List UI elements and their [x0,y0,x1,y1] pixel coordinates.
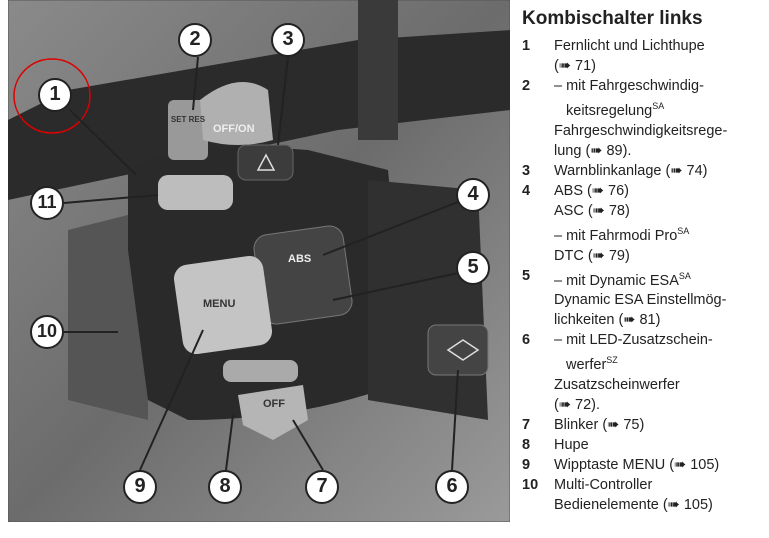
list-item: 5 – mit Dynamic ESASA Dynamic ESA Einstell… [522,266,767,331]
item-line: – mit Fahrmodi ProSA [554,225,690,244]
item-line: – mit Fahrgeschwindig- [554,78,704,94]
legend-text: Kombischalter links 1 Fernlicht und Licht… [522,8,767,515]
item-text: Hupe [554,435,589,455]
off-label: OFF [263,398,285,410]
item-number: 3 [522,162,531,179]
list-item: 1 Fernlicht und Lichthupe (➠ 71) [522,36,767,76]
item-line: Warnblinkanlage (➠ 74) [554,162,708,179]
set-res-label: SET RES [170,115,206,124]
callout-7: 7 [305,470,339,504]
item-line: Fernlicht und Lichthupe [554,38,705,54]
cruise-off-on-label: OFF/ON [213,123,255,135]
callout-2: 2 [178,23,212,57]
superscript: SA [677,225,690,236]
item-number: 1 [522,38,531,54]
list-item: 8 Hupe [522,435,767,455]
item-line: – mit Dynamic ESASA [554,270,691,289]
item-line: ABS (➠ 76) [554,182,630,199]
list-item: 9 Wipptaste MENU (➠ 105) [522,455,767,475]
item-text: – mit LED-Zusatzschein-werferSZ Zusatzsch… [554,330,713,415]
section-title: Kombischalter links [522,8,703,29]
callout-3: 3 [271,23,305,57]
callout-8: 8 [208,470,242,504]
list-item: 2 – mit Fahrgeschwindig-keitsregelungSA Fa… [522,76,767,161]
item-text: – mit Dynamic ESASA Dynamic ESA Einstellm… [554,266,726,331]
item-line: Multi-Controller [554,477,653,494]
item-text: Blinker (➠ 75) [554,415,644,435]
item-line: Blinker (➠ 75) [554,417,645,434]
callout-9: 9 [123,470,157,504]
item-number: 6 [522,332,531,349]
item-list: 1 Fernlicht und Lichthupe (➠ 71) 2 – mit Fah… [522,36,767,515]
handlebar-switch-illustration [7,0,511,523]
item-text: Fernlicht und Lichthupe (➠ 71) [554,36,705,76]
item-line: – mit LED-Zusatzschein- [554,332,713,349]
item-number: 2 [522,78,531,94]
item-line: Bedienelemente (➠ 105) [554,497,713,514]
item-line: Dynamic ESA Einstellmög- [554,292,727,309]
callout-6: 6 [435,470,469,504]
callout-1: 1 [38,78,72,112]
list-item: 4 ABS (➠ 76) ASC (➠ 78) – mit Fahrmodi ProS… [522,181,767,266]
item-line: lung (➠ 89). [554,142,632,159]
item-text: ABS (➠ 76) ASC (➠ 78) – mit Fahrmodi ProSA… [554,181,689,266]
item-line: (➠ 72). [554,397,600,414]
superscript: SA [678,270,691,281]
item-line: Wipptaste MENU (➠ 105) [554,457,720,474]
callout-5: 5 [456,251,490,285]
item-text: – mit Fahrgeschwindig-keitsregelungSA Fah… [554,76,727,161]
item-line: (➠ 71) [554,58,596,74]
item-text: Wipptaste MENU (➠ 105) [554,455,719,475]
item-line: Hupe [554,437,589,454]
item-number: 4 [522,182,531,199]
item-line: DTC (➠ 79) [554,247,630,264]
item-number: 5 [522,267,531,284]
item-line: Fahrgeschwindigkeitsrege- [554,122,728,139]
item-line: keitsregelungSA [566,101,665,119]
abs-label: ABS [288,253,312,265]
callout-4: 4 [456,178,490,212]
list-item: 6 – mit LED-Zusatzschein-werferSZ Zusatzsc… [522,330,767,415]
list-item: 7 Blinker (➠ 75) [522,415,767,435]
callout-11: 11 [30,186,64,220]
item-line: Zusatzscheinwerfer [554,377,680,394]
menu-label: MENU [203,298,236,310]
switch-photo: OFF/ON SET RES ABS MENU OFF 1 2 3 4 5 6 … [7,0,511,523]
superscript: SA [652,101,665,111]
list-item: 3 Warnblinkanlage (➠ 74) [522,161,767,181]
item-line: lichkeiten (➠ 81) [554,312,661,329]
item-number: 9 [522,457,531,474]
item-line: ASC (➠ 78) [554,202,630,219]
item-text: Warnblinkanlage (➠ 74) [554,161,707,181]
superscript: SZ [606,355,618,366]
callout-10: 10 [30,315,64,349]
item-line: werferSZ [566,355,618,374]
item-number: 8 [522,437,531,454]
item-number: 7 [522,417,531,434]
item-number: 10 [522,477,539,494]
